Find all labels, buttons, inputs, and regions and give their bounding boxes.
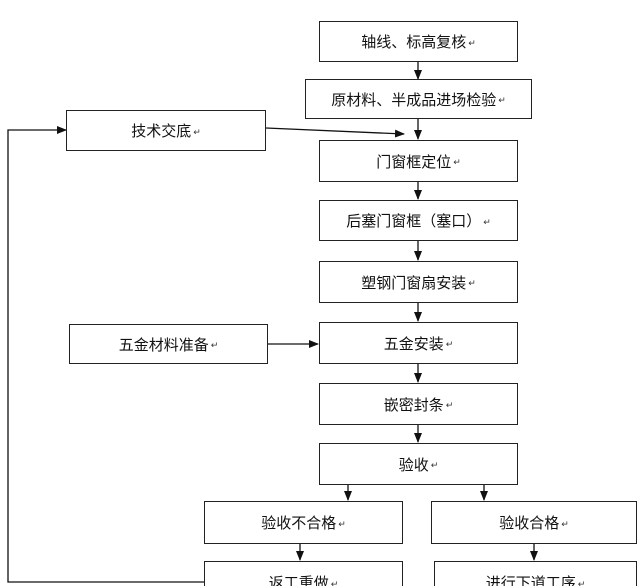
paragraph-mark: ↵ bbox=[468, 279, 476, 289]
paragraph-mark: ↵ bbox=[468, 38, 476, 49]
step-label: 验收 bbox=[398, 455, 429, 474]
step-label: 轴线、标高复核 bbox=[361, 33, 467, 51]
paragraph-mark: ↵ bbox=[445, 401, 454, 411]
side-label: 技术交底 bbox=[131, 122, 192, 140]
step-label: 进行下道工序 bbox=[485, 574, 576, 586]
paragraph-mark: ↵ bbox=[338, 519, 346, 530]
step-label: 验收不合格 bbox=[261, 514, 337, 532]
paragraph-mark: ↵ bbox=[193, 127, 201, 138]
paragraph-mark: ↵ bbox=[210, 341, 219, 351]
step-frame-install: 后塞门窗框（塞口）↵ bbox=[319, 200, 518, 241]
step-rework: 返工重做↵ bbox=[204, 561, 403, 586]
step-label: 嵌密封条 bbox=[383, 395, 444, 414]
step-material-check: 原材料、半成品进场检验↵ bbox=[305, 79, 532, 119]
step-axis-check: 轴线、标高复核↵ bbox=[319, 21, 518, 62]
paragraph-mark: ↵ bbox=[498, 96, 506, 106]
arrow-tech-briefing bbox=[265, 127, 405, 138]
paragraph-mark: ↵ bbox=[483, 217, 491, 228]
paragraph-mark: ↵ bbox=[330, 579, 339, 586]
side-label: 五金材料准备 bbox=[118, 335, 209, 354]
side-tech-briefing: 技术交底↵ bbox=[66, 110, 266, 151]
step-label: 门窗框定位 bbox=[376, 152, 452, 171]
step-label: 原材料、半成品进场检验 bbox=[331, 90, 497, 109]
paragraph-mark: ↵ bbox=[445, 340, 454, 350]
paragraph-mark: ↵ bbox=[430, 461, 439, 471]
arrow-rework-loop bbox=[7, 126, 204, 583]
paragraph-mark: ↵ bbox=[577, 579, 586, 586]
paragraph-mark: ↵ bbox=[561, 519, 569, 530]
step-label: 返工重做 bbox=[268, 574, 329, 586]
step-pass: 验收合格↵ bbox=[431, 501, 637, 544]
step-label: 塑钢门窗扇安装 bbox=[361, 273, 467, 292]
side-hardware-prep: 五金材料准备↵ bbox=[69, 324, 268, 364]
step-acceptance: 验收↵ bbox=[319, 443, 518, 485]
step-label: 五金安装 bbox=[383, 334, 444, 353]
step-fail: 验收不合格↵ bbox=[204, 501, 403, 544]
step-label: 验收合格 bbox=[499, 514, 560, 532]
step-seal-strip: 嵌密封条↵ bbox=[319, 383, 518, 425]
step-next-process: 进行下道工序↵ bbox=[434, 561, 637, 586]
step-sash-install: 塑钢门窗扇安装↵ bbox=[319, 261, 518, 303]
step-label: 后塞门窗框（塞口） bbox=[346, 212, 482, 230]
step-hardware-install: 五金安装↵ bbox=[319, 322, 518, 364]
step-frame-position: 门窗框定位↵ bbox=[319, 140, 518, 182]
paragraph-mark: ↵ bbox=[453, 158, 461, 168]
